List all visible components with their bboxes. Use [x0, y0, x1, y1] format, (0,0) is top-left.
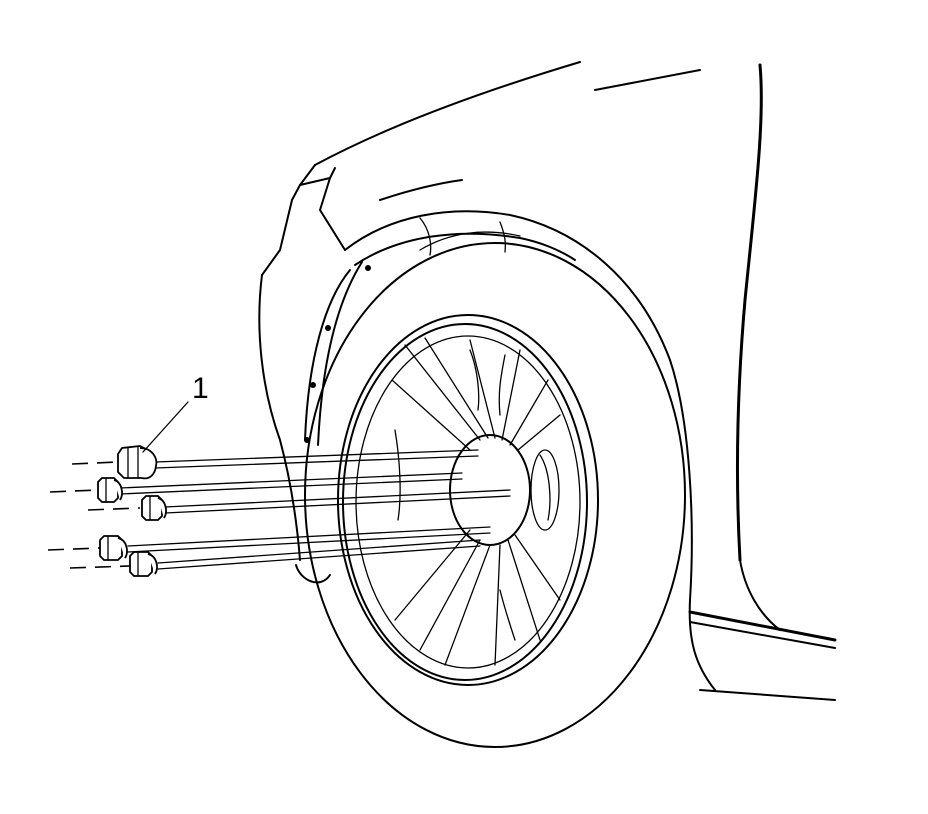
- wheel-nut-2: [97, 477, 123, 503]
- stud-line-3: [164, 489, 511, 508]
- stud-line-1: [154, 449, 479, 463]
- wheel-nut-4: [99, 535, 128, 561]
- callout-1: 1: [142, 372, 209, 453]
- wheel-rim: [342, 323, 588, 681]
- wheel-nut-1: [117, 445, 158, 480]
- tire: [304, 231, 686, 748]
- wheel-nut-3: [141, 495, 167, 521]
- callout-leader-line: [142, 401, 189, 453]
- callout-label-1: 1: [192, 372, 209, 405]
- wheel-nut-5: [129, 551, 158, 577]
- stud-line-5: [157, 539, 481, 564]
- stud-line-4: [127, 526, 491, 547]
- wheel-nut-group: [47, 445, 511, 577]
- stud-line-2: [119, 472, 463, 489]
- vehicle-body: [258, 61, 837, 701]
